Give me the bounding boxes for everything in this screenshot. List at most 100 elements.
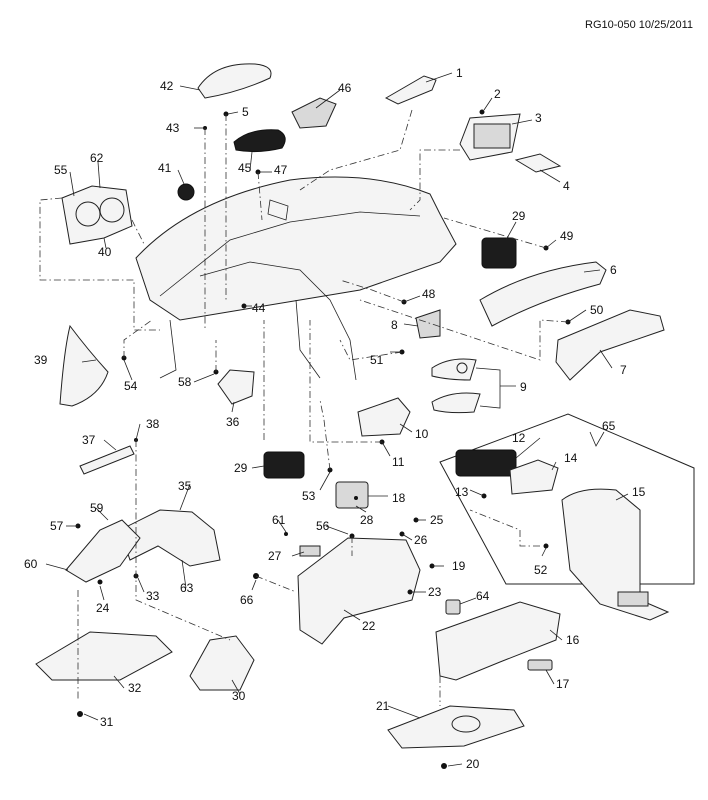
part-panel-frame-2 (199, 261, 357, 381)
callout-51: 51 (370, 353, 384, 367)
part-12-vent (455, 449, 517, 477)
callout-20: 20 (466, 757, 480, 771)
part-16-glovebox-door (435, 601, 561, 681)
callout-6: 6 (610, 263, 617, 277)
fastener-20 (441, 763, 447, 769)
callout-10: 10 (415, 427, 429, 441)
fastener-18 (354, 496, 358, 500)
callout-60: 60 (24, 557, 38, 571)
part-30-compartment (189, 635, 255, 691)
callout-29-lower: 29 (234, 461, 248, 475)
fastener-61 (284, 532, 288, 536)
callout-65: 65 (602, 419, 616, 433)
callout-63: 63 (180, 581, 194, 595)
part-45-speaker (233, 129, 286, 153)
part-10-switch-bezel (357, 397, 411, 437)
callout-35: 35 (178, 479, 192, 493)
part-22-glovebox-housing (297, 537, 421, 645)
callout-44: 44 (252, 301, 266, 315)
part-15-trim-ring (561, 488, 670, 621)
fastener-24 (97, 579, 103, 585)
part-panel-leg-left (159, 319, 177, 379)
callout-43: 43 (166, 121, 180, 135)
part-21-lower-panel (387, 705, 525, 749)
callout-8: 8 (391, 318, 398, 332)
callout-64: 64 (476, 589, 490, 603)
part-4-film (514, 153, 562, 173)
callout-59: 59 (90, 501, 104, 515)
part-17-handle (527, 659, 553, 671)
callout-21: 21 (376, 699, 390, 713)
callout-2: 2 (494, 87, 501, 101)
callout-13: 13 (455, 485, 469, 499)
part-15-switch (617, 591, 649, 607)
part-40-cluster-bezel (61, 185, 133, 245)
callout-47: 47 (274, 163, 288, 177)
callout-29-upper: 29 (512, 209, 526, 223)
part-65-box (439, 413, 695, 585)
part-40-gauge-left (75, 201, 101, 227)
callout-45: 45 (238, 161, 252, 175)
diagram-reference: RG10-050 10/25/2011 (585, 19, 693, 31)
callout-5: 5 (242, 105, 249, 119)
part-9-cover-b (431, 392, 481, 414)
callout-49: 49 (560, 229, 574, 243)
callout-14: 14 (564, 451, 578, 465)
part-21-cutout (451, 715, 481, 733)
part-64-latch (445, 599, 461, 615)
part-drawings (35, 63, 695, 769)
callout-19: 19 (452, 559, 466, 573)
part-28-module (335, 481, 369, 509)
callout-18: 18 (392, 491, 406, 505)
callout-12: 12 (512, 431, 526, 445)
fastener-52 (543, 543, 549, 549)
part-14-bezel (509, 459, 559, 495)
callout-15: 15 (632, 485, 646, 499)
callout-48: 48 (422, 287, 436, 301)
part-41-knob (177, 183, 195, 201)
callout-24: 24 (96, 601, 110, 615)
part-3-screen (473, 123, 511, 149)
leader-lines (45, 72, 629, 767)
callout-7: 7 (620, 363, 627, 377)
part-panel-brace (295, 299, 321, 379)
part-1-bezel (384, 75, 437, 105)
part-42-cover (197, 63, 272, 99)
callout-26: 26 (414, 533, 428, 547)
callout-labels: 1 2 3 4 5 6 7 8 9 10 11 12 13 14 15 16 1… (24, 66, 646, 771)
callout-41: 41 (158, 161, 172, 175)
part-46-grille (291, 97, 337, 129)
part-27-clip (299, 545, 321, 557)
callout-1: 1 (456, 66, 463, 80)
callout-53: 53 (302, 489, 316, 503)
callout-30: 30 (232, 689, 246, 703)
part-39-end-cap (59, 324, 109, 407)
fastener-31 (77, 711, 83, 717)
callout-3: 3 (535, 111, 542, 125)
callout-25: 25 (430, 513, 444, 527)
callout-17: 17 (556, 677, 570, 691)
callout-33: 33 (146, 589, 160, 603)
callout-66: 66 (240, 593, 254, 607)
callout-27: 27 (268, 549, 282, 563)
callout-31: 31 (100, 715, 114, 729)
callout-37: 37 (82, 433, 96, 447)
callout-54: 54 (124, 379, 138, 393)
part-36-knee-trim (217, 369, 255, 405)
part-8-vent-trim (415, 309, 441, 339)
part-60-bolster (65, 519, 141, 583)
part-9-cover-a (431, 358, 477, 381)
part-32-tray (35, 631, 173, 681)
callout-52: 52 (534, 563, 548, 577)
part-7-trim (555, 309, 665, 381)
callout-61: 61 (272, 513, 286, 527)
part-37-bracket (79, 445, 135, 475)
callout-9: 9 (520, 380, 527, 394)
part-panel-frame (159, 211, 421, 297)
callout-57: 57 (50, 519, 64, 533)
part-9-cover-a-hole (456, 362, 468, 374)
callout-28: 28 (360, 513, 374, 527)
callout-23: 23 (428, 585, 442, 599)
part-29-vent-lower (263, 451, 305, 479)
